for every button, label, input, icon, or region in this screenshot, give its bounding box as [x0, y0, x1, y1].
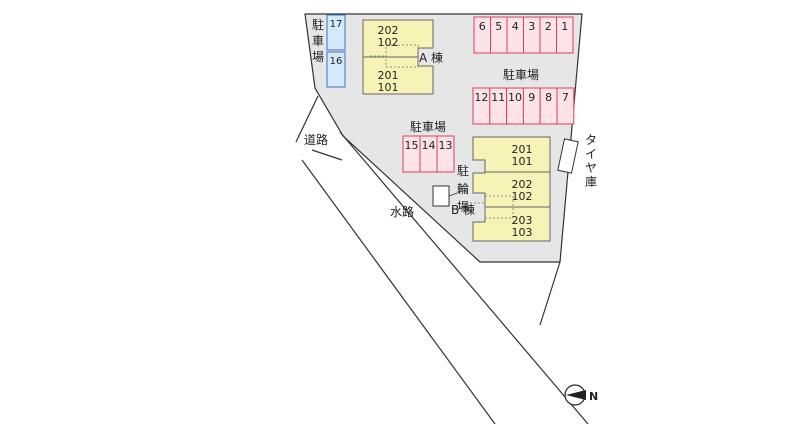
building-b-unit-upper: 203: [512, 214, 533, 227]
parking-second-number: 9: [528, 91, 535, 104]
parking-top-number: 4: [512, 20, 519, 33]
bicycle-label: 場: [457, 200, 469, 214]
parking-second-number: 12: [474, 91, 488, 104]
parking-second-number: 8: [545, 91, 552, 104]
building-a-unit-upper: 202: [378, 24, 399, 37]
building-a-unit-lower: 101: [378, 81, 399, 94]
road-lines: [295, 95, 589, 424]
bicycle-label: 輪: [457, 181, 469, 196]
parking-left-label: 駐: [312, 17, 324, 32]
parking-top-number: 2: [545, 20, 552, 33]
building-b-unit-upper: 202: [512, 178, 533, 191]
tire-storage-label: イ: [585, 147, 597, 161]
parking-top-number: 5: [495, 20, 502, 33]
parking-left-number: 17: [330, 19, 343, 30]
parking-mid-space: [436, 135, 455, 173]
parking-left-label: 場: [312, 50, 324, 64]
tire-storage-label: 庫: [585, 175, 597, 189]
parking-second-number: 7: [562, 91, 569, 104]
road-label: 道路: [304, 132, 328, 147]
building-a-unit-lower: 102: [378, 36, 399, 49]
parking-second-number: 10: [508, 91, 522, 104]
parking-main-label: 駐車場: [503, 67, 539, 82]
building-b-unit-lower: 101: [512, 155, 533, 168]
bicycle-label: 駐: [457, 163, 469, 178]
parking-mid-number: 15: [405, 139, 419, 152]
parking-top-space: [556, 16, 574, 54]
parking-mid-number: 13: [439, 139, 453, 152]
parking-top-number: 3: [528, 20, 535, 33]
building-a-unit-upper: 201: [378, 69, 399, 82]
tire-storage-label: タ: [585, 133, 597, 147]
parking-second-space: [556, 87, 575, 125]
building-b-unit-lower: 103: [512, 226, 533, 239]
parking-mid-number: 14: [422, 139, 436, 152]
parking-top-number: 6: [479, 20, 486, 33]
building-a-name: A 棟: [419, 50, 443, 65]
parking-left-space: [326, 51, 346, 88]
building-b-name: B 棟: [451, 202, 475, 217]
building-a: [362, 19, 434, 95]
tire-storage-label: ヤ: [585, 161, 597, 175]
waterway-label: 水路: [390, 204, 414, 219]
building-b-unit-upper: 201: [512, 143, 533, 156]
parking-left-label: 車: [312, 34, 324, 48]
building-b: [470, 136, 551, 242]
north-label: N: [589, 390, 598, 403]
building-b-unit-lower: 102: [512, 190, 533, 203]
bicycle-box: [432, 185, 450, 207]
parking-second-number: 11: [491, 91, 505, 104]
north-arrow: [564, 384, 586, 406]
parking-top-number: 1: [561, 20, 568, 33]
parking-left-number: 16: [330, 56, 343, 67]
parking-left-space: [326, 14, 346, 51]
tire-storage: [557, 138, 579, 174]
parking-mid-label: 駐車場: [410, 119, 446, 134]
